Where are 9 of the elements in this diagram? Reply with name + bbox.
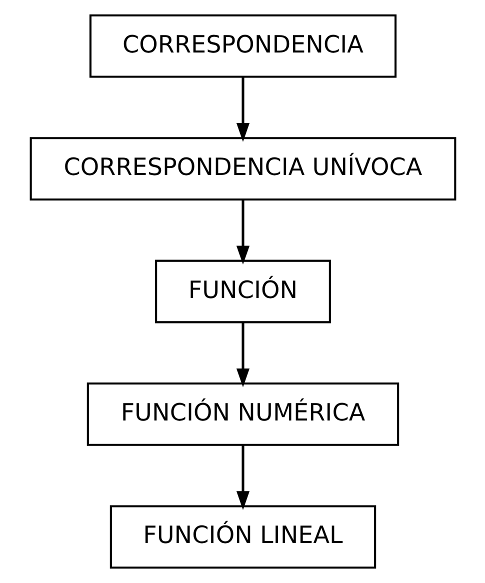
node-box: CORRESPONDENCIA UNÍVOCA (29, 137, 456, 200)
arrow (236, 322, 250, 388)
node-box: FUNCIÓN LINEAL (109, 505, 376, 569)
node-box: FUNCIÓN NUMÉRICA (86, 382, 399, 446)
node-box: CORRESPONDENCIA (88, 14, 396, 78)
arrow (236, 445, 250, 510)
arrow (236, 77, 250, 142)
node-box: FUNCIÓN (154, 260, 330, 324)
arrow (236, 200, 250, 265)
